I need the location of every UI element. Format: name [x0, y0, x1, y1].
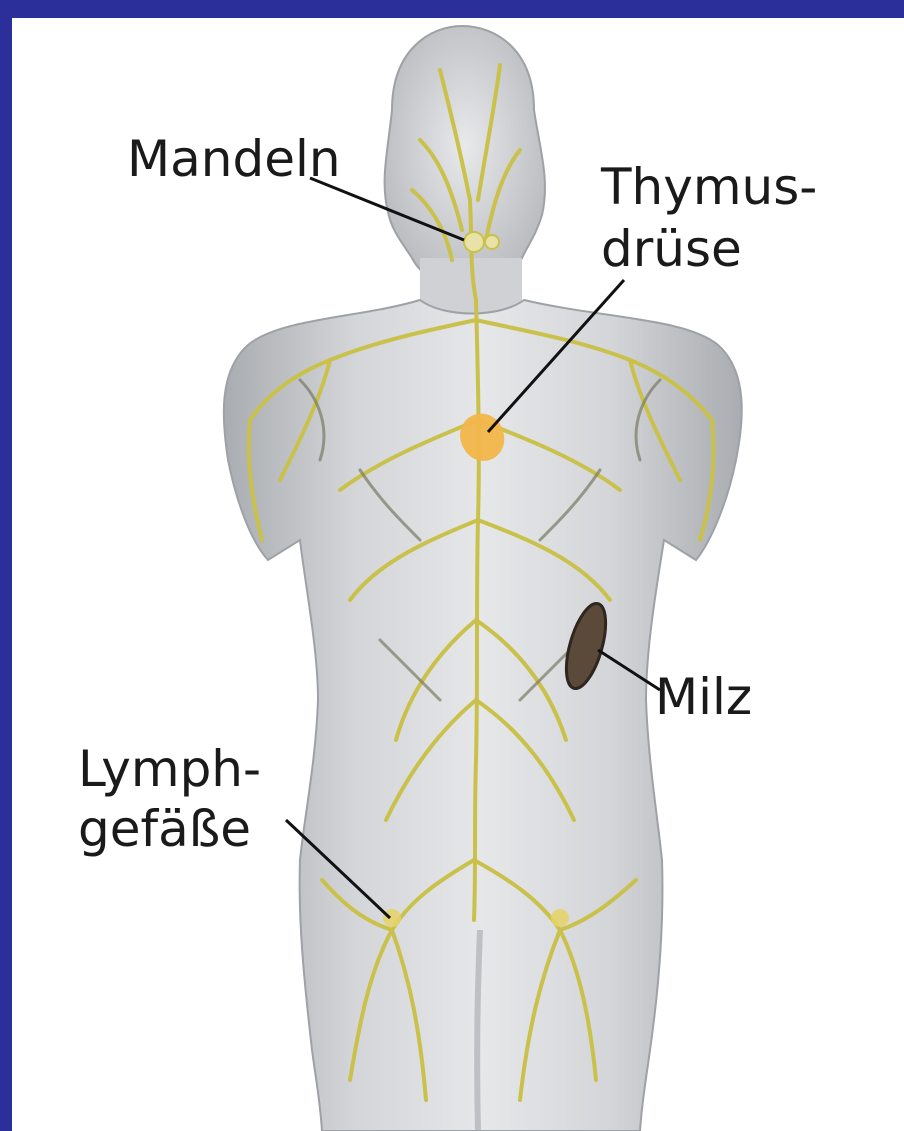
- label-thymus-line2: drüse: [601, 220, 742, 278]
- head-shape: [385, 26, 545, 292]
- tonsils: [464, 232, 499, 252]
- label-thymus-line1: Thymus-: [601, 158, 817, 216]
- leg-shadow: [477, 930, 480, 1131]
- label-milz: Milz: [655, 668, 752, 726]
- label-lymph-line1: Lymph-: [78, 740, 261, 798]
- label-mandeln: Mandeln: [127, 130, 341, 188]
- label-lymph-line2: gefäße: [78, 800, 251, 858]
